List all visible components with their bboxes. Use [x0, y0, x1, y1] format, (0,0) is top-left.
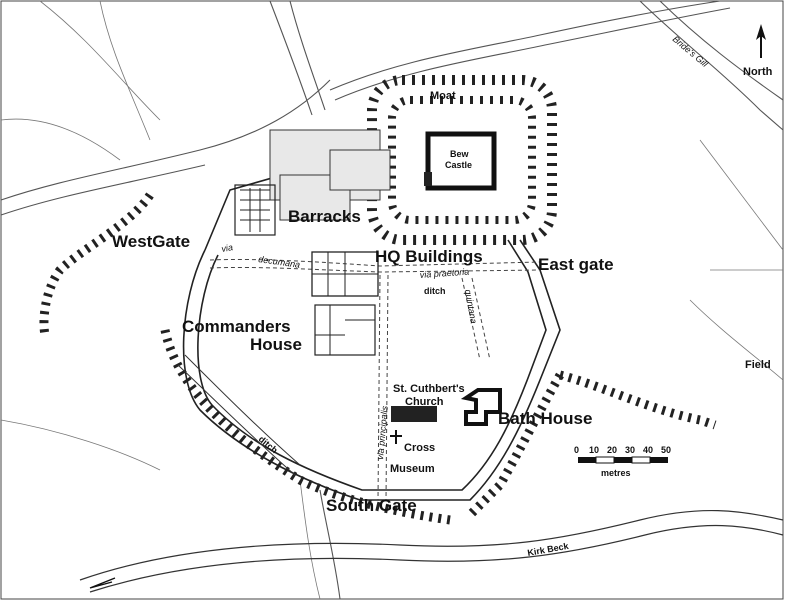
- label-via-praetoria: via praetoria: [419, 267, 469, 280]
- label-north: North: [743, 66, 773, 78]
- scale-tick-10: 10: [589, 445, 599, 455]
- label-commanders-house-2: House: [250, 335, 302, 354]
- scale-tick-0: 0: [574, 445, 579, 455]
- fort-internal-roads: [209, 258, 541, 501]
- ditch-earthworks: [39, 192, 717, 525]
- label-hq-buildings: HQ Buildings: [375, 247, 483, 266]
- bew-castle: [424, 131, 497, 191]
- map-labels: Moat Bew Castle Bride's Gill North Barra…: [112, 34, 773, 558]
- label-barracks: Barracks: [288, 207, 361, 226]
- label-via-small: via: [221, 242, 234, 254]
- label-moat: Moat: [430, 90, 456, 102]
- label-west-gate: WestGate: [112, 232, 190, 251]
- label-museum: Museum: [390, 463, 435, 475]
- label-bath-house: Bath House: [498, 409, 592, 428]
- label-via-principalis: via principalis: [375, 405, 390, 460]
- hq-building: [311, 251, 379, 297]
- label-cross: Cross: [404, 442, 435, 454]
- scale-bar: 0 10 20 30 40 50 metres: [574, 445, 671, 478]
- label-church-1: St. Cuthbert's: [393, 383, 465, 395]
- scale-tick-50: 50: [661, 445, 671, 455]
- kirk-beck-river: [79, 509, 784, 593]
- commanders-house-building: [314, 304, 376, 356]
- scale-tick-40: 40: [643, 445, 653, 455]
- barracks-buildings: [234, 129, 391, 236]
- roads-and-boundaries: [0, 0, 784, 600]
- scale-tick-20: 20: [607, 445, 617, 455]
- label-church-2: Church: [405, 396, 444, 408]
- label-east-gate: East gate: [538, 255, 614, 274]
- label-bew-castle-1: Bew: [450, 149, 470, 159]
- label-bew-castle-2: Castle: [445, 160, 472, 170]
- scale-tick-30: 30: [625, 445, 635, 455]
- cross-marker: [390, 430, 402, 444]
- bath-house-building: [460, 388, 502, 426]
- label-field: Field: [745, 359, 771, 371]
- scale-unit: metres: [601, 468, 631, 478]
- label-ditch-1: ditch: [424, 286, 446, 296]
- label-south-gate: South Gate: [326, 496, 417, 515]
- north-arrow: [756, 24, 766, 58]
- church-building: [391, 406, 437, 422]
- label-commanders-house-1: Commanders: [182, 317, 291, 336]
